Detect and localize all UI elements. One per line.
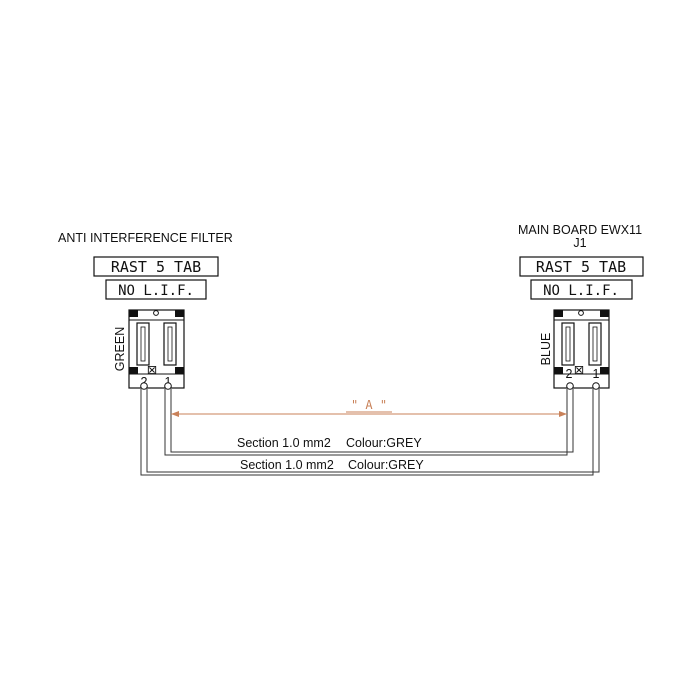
right-connector-ref: J1 [573, 236, 586, 250]
left-code-box [105, 279, 207, 300]
right-body-tab-br [600, 367, 609, 374]
left-body-tab-br [175, 367, 184, 374]
left-color-label: GREEN [113, 327, 127, 371]
right-connector: MAIN BOARD EWX11 J1 RAST 5 TAB NO L.I.F.… [518, 223, 644, 390]
right-pin-1-label: 1 [593, 367, 600, 381]
right-terminal-inner-2 [565, 326, 571, 362]
right-code-label: NO L.I.F. [543, 283, 619, 299]
left-code-label: NO L.I.F. [118, 283, 194, 299]
wire-inner-edge [170, 389, 574, 453]
left-pin-1-label: 1 [165, 375, 172, 389]
wire-1-colour: Colour:GREY [346, 436, 422, 450]
wire-1-section: Section 1.0 mm2 [237, 436, 331, 450]
dimension-label: " A " [351, 398, 387, 412]
right-latch-icon [578, 310, 584, 316]
dimension-arrow-right-icon [559, 411, 567, 417]
right-pin-1 [592, 382, 600, 390]
right-body-tab-tr [600, 310, 609, 317]
left-key-icon: ⊠ [147, 363, 157, 377]
left-body-tab-bl [129, 367, 138, 374]
left-connector-title: ANTI INTERFERENCE FILTER [58, 231, 233, 245]
right-color-label: BLUE [539, 333, 553, 366]
left-terminal-inner-2 [140, 326, 146, 362]
left-terminal-inner-1 [167, 326, 173, 362]
left-body-tab-tl [129, 310, 138, 317]
left-pin-2-label: 2 [141, 375, 148, 389]
left-type-label: RAST 5 TAB [111, 258, 201, 276]
left-pin-1 [164, 382, 172, 390]
right-code-box [530, 279, 633, 300]
dimension-arrow-left-icon [171, 411, 179, 417]
right-key-icon: ⊠ [574, 363, 584, 377]
wire-2-colour: Colour:GREY [348, 458, 424, 472]
right-type-box [519, 256, 644, 277]
right-body-tab-tl [554, 310, 563, 317]
right-body-tab-bl [554, 367, 563, 374]
left-body-tab-tr [175, 310, 184, 317]
right-pin-2 [566, 382, 574, 390]
wire-outer [140, 389, 594, 476]
left-connector: ANTI INTERFERENCE FILTER RAST 5 TAB NO L… [58, 231, 233, 390]
wire-outer-edge [146, 389, 600, 473]
dimension-a: " A " [171, 398, 567, 417]
wire-2-section: Section 1.0 mm2 [240, 458, 334, 472]
right-terminal-inner-1 [592, 326, 598, 362]
right-connector-title: MAIN BOARD EWX11 [518, 223, 642, 237]
right-pin-2-label: 2 [566, 367, 573, 381]
right-type-label: RAST 5 TAB [536, 258, 626, 276]
left-type-box [93, 256, 219, 277]
left-pin-2 [140, 382, 148, 390]
left-latch-icon [153, 310, 159, 316]
wires [140, 389, 600, 476]
wire-inner [164, 389, 568, 456]
